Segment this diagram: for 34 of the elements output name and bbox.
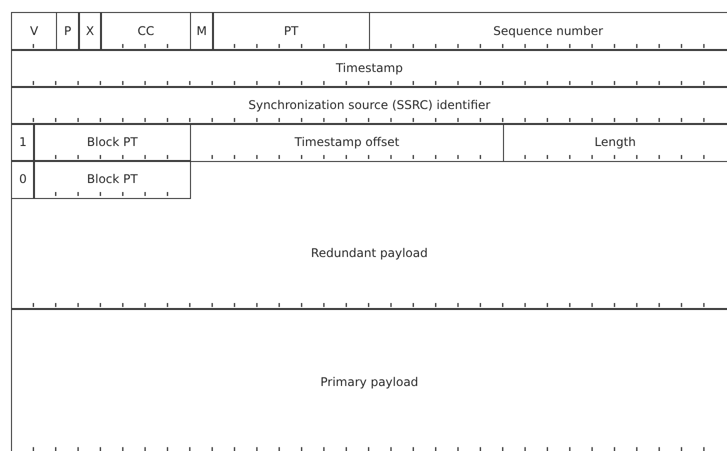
packet-field — [78, 12, 102, 50]
packet-field — [190, 12, 214, 50]
field-label: X — [86, 24, 94, 38]
field-label: Timestamp offset — [294, 135, 400, 150]
field-label: Synchronization source (SSRC) identifier — [248, 98, 490, 112]
field-label: V — [30, 24, 38, 38]
field-label: CC — [137, 24, 154, 38]
packet-field — [11, 12, 58, 50]
field-label: P — [64, 24, 72, 38]
packet-field — [56, 12, 80, 50]
packet-field — [11, 308, 727, 451]
field-label: 0 — [19, 172, 27, 186]
field-label: 1 — [19, 135, 27, 150]
field-label: Timestamp — [336, 61, 403, 76]
field-label: Sequence number — [493, 24, 604, 38]
packet-field — [11, 123, 35, 162]
packet-field — [368, 12, 727, 50]
packet-field — [100, 12, 192, 50]
packet-field — [190, 123, 504, 162]
field-label: Primary payload — [320, 375, 418, 390]
packet-field — [33, 160, 192, 198]
packet-field — [11, 160, 35, 198]
field-label: Redundant payload — [310, 246, 428, 260]
packet-field — [33, 123, 192, 162]
field-label: M — [196, 24, 207, 38]
packet-field — [11, 49, 727, 88]
packet-field — [11, 197, 727, 310]
packet-field — [11, 86, 727, 124]
field-label: PT — [284, 24, 298, 38]
field-label: Block PT — [86, 135, 138, 150]
field-label: Length — [594, 135, 636, 150]
packet-field — [502, 123, 727, 162]
field-label: Block PT — [86, 172, 138, 186]
packet-field — [212, 12, 370, 50]
